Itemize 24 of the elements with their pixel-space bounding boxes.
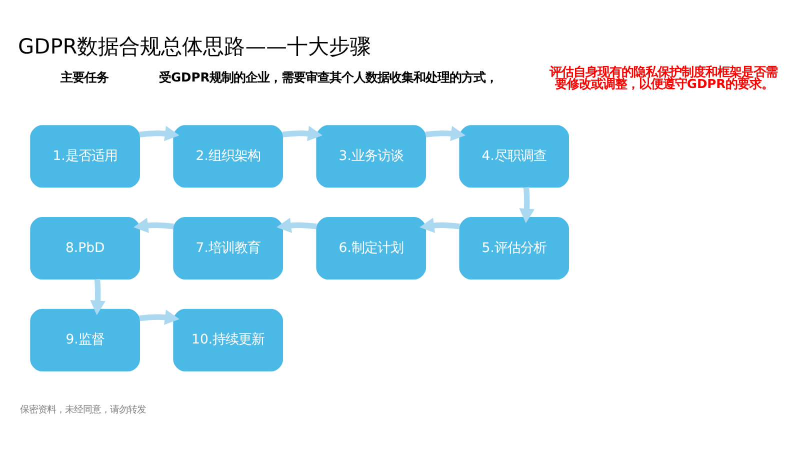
node-box: 3.业务访谈 [316, 125, 426, 188]
node-box: 8.PbD [30, 217, 140, 280]
arrow [420, 218, 460, 234]
node-box: 5.评估分析 [459, 217, 570, 280]
node-box: 4.尽职调查 [459, 125, 570, 188]
arrow [90, 278, 106, 316]
node-box: 9.监督 [30, 308, 140, 372]
arrow [282, 126, 323, 142]
arrow [519, 187, 535, 224]
label: 评估自身现有的隐私保护制度和框架是否需要修改或调整，以便遵守GDPR的要求。 [550, 64, 778, 92]
arrow [139, 310, 180, 325]
node-box: 1.是否适用 [30, 125, 140, 188]
node-box: 10.持续更新 [173, 308, 284, 372]
label: 保密资料，未经同意，请勿转发 [20, 404, 146, 416]
node-box: 6.制定计划 [316, 217, 426, 280]
node-box: 2.组织架构 [173, 125, 284, 188]
arrow [425, 126, 466, 142]
diagram-title: GDPR数据合规总体思路——十大步骤 [18, 34, 371, 58]
arrow [139, 126, 180, 142]
arrow [133, 218, 174, 234]
arrow [276, 218, 317, 234]
label: 受GDPR规制的企业，需要审查其个人数据收集和处理的方式， [158, 70, 498, 84]
label: 主要任务 [60, 70, 108, 84]
node-box: 7.培训教育 [173, 217, 284, 280]
